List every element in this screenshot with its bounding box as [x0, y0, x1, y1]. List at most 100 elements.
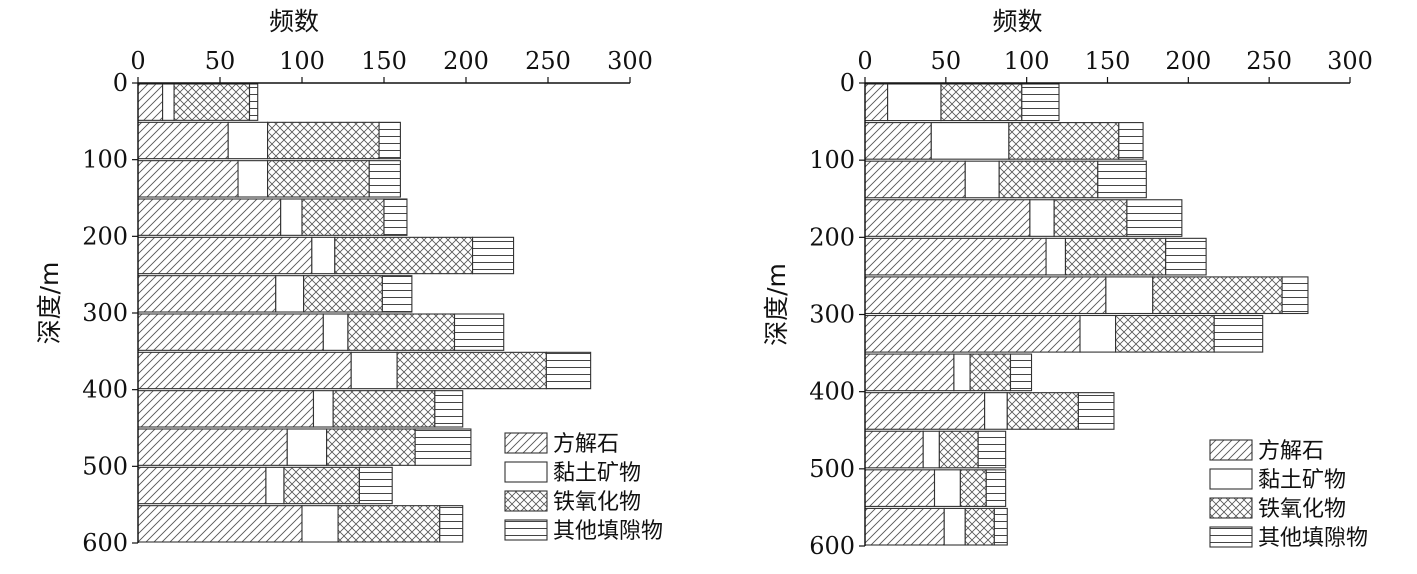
bar-calcite-150-200	[137, 198, 282, 236]
bar-calcite-100-150	[864, 160, 966, 199]
bar-clay-300-350	[322, 313, 349, 351]
bar-other-filler-0-50	[248, 83, 259, 121]
bar-calcite-0-50	[137, 83, 164, 121]
bar-calcite-100-150	[137, 160, 239, 198]
legend-label-clay: 黏土矿物	[1258, 468, 1346, 493]
bar-clay-250-300	[275, 275, 305, 313]
bar-clay-100-150	[237, 160, 269, 198]
bar-clay-550-600	[301, 505, 339, 543]
bar-iron-oxide-200-250	[334, 236, 474, 275]
x-tick-label: 50	[931, 47, 962, 75]
bar-other-filler-550-600	[993, 507, 1008, 546]
bar-other-filler-250-300	[381, 275, 413, 313]
bar-calcite-50-100	[864, 122, 932, 160]
legend-swatch-other-filler	[1209, 526, 1253, 548]
legend-label-calcite: 方解石	[553, 432, 619, 457]
bar-clay-200-250	[311, 236, 336, 275]
bar-iron-oxide-100-150	[267, 160, 370, 198]
x-tick-label: 0	[857, 47, 872, 75]
bar-calcite-450-500	[137, 428, 288, 466]
y-tick-label: 600	[809, 532, 855, 560]
bar-other-filler-400-450	[1077, 392, 1115, 430]
bar-other-filler-300-350	[453, 313, 505, 351]
x-tick-label: 200	[1165, 47, 1211, 75]
x-tick-label: 100	[1004, 47, 1050, 75]
bar-iron-oxide-500-550	[959, 469, 987, 507]
bar-other-filler-100-150	[368, 160, 401, 198]
bar-calcite-400-450	[864, 392, 986, 430]
bar-other-filler-150-200	[1126, 199, 1183, 237]
y-tick-label: 0	[113, 69, 128, 97]
bar-iron-oxide-150-200	[1053, 199, 1128, 237]
bar-iron-oxide-0-50	[940, 83, 1023, 122]
bar-clay-450-500	[286, 428, 328, 466]
x-tick-label: 100	[279, 47, 325, 75]
x-tick-label: 250	[1246, 47, 1292, 75]
bar-other-filler-350-400	[1009, 353, 1033, 392]
bar-clay-500-550	[933, 469, 961, 507]
bar-other-filler-450-500	[977, 430, 1007, 469]
bar-calcite-350-400	[137, 351, 352, 390]
y-tick-label: 200	[82, 222, 128, 250]
bar-clay-0-50	[887, 83, 942, 122]
bar-calcite-250-300	[864, 276, 1107, 315]
x-axis-title: 频数	[992, 7, 1042, 36]
x-tick-label: 300	[1327, 47, 1373, 75]
bar-other-filler-200-250	[1165, 237, 1207, 276]
bar-clay-350-400	[350, 351, 398, 390]
bar-calcite-350-400	[864, 353, 955, 392]
y-tick-label: 0	[840, 69, 855, 97]
legend-swatch-calcite	[1209, 439, 1253, 461]
bar-other-filler-300-350	[1213, 314, 1264, 353]
x-tick-label: 250	[525, 47, 571, 75]
bar-calcite-300-350	[864, 314, 1081, 353]
bar-calcite-300-350	[137, 313, 324, 351]
bar-other-filler-100-150	[1097, 160, 1147, 199]
bar-other-filler-250-300	[1281, 276, 1309, 315]
bar-clay-550-600	[943, 507, 966, 546]
x-tick-label: 200	[443, 47, 489, 75]
bar-clay-400-450	[984, 392, 1008, 430]
bar-iron-oxide-150-200	[301, 198, 385, 236]
legend-label-calcite: 方解石	[1258, 439, 1324, 464]
bar-calcite-450-500	[864, 430, 924, 469]
bar-other-filler-50-100	[1118, 122, 1144, 160]
bar-clay-150-200	[280, 198, 303, 236]
bar-iron-oxide-450-500	[326, 428, 416, 466]
bar-iron-oxide-200-250	[1064, 237, 1167, 276]
y-tick-label: 100	[809, 146, 855, 174]
bar-calcite-500-550	[137, 466, 267, 505]
bar-iron-oxide-50-100	[267, 121, 380, 160]
bar-iron-oxide-300-350	[347, 313, 456, 351]
legend-label-iron-oxide: 铁氧化物	[1258, 497, 1346, 522]
y-tick-label: 300	[82, 299, 128, 327]
bar-iron-oxide-550-600	[964, 507, 995, 546]
bar-other-filler-150-200	[383, 198, 408, 236]
y-tick-label: 500	[809, 455, 855, 483]
bar-iron-oxide-0-50	[173, 83, 251, 121]
x-axis-title: 频数	[269, 7, 319, 36]
bar-other-filler-50-100	[378, 121, 401, 160]
bar-calcite-550-600	[137, 505, 303, 543]
bar-calcite-200-250	[137, 236, 313, 275]
bar-iron-oxide-400-450	[332, 390, 436, 428]
bar-calcite-200-250	[864, 237, 1047, 276]
bar-iron-oxide-450-500	[938, 430, 979, 469]
bar-iron-oxide-350-400	[969, 353, 1012, 392]
legend-swatch-other-filler	[504, 519, 548, 541]
x-tick-label: 150	[1085, 47, 1131, 75]
bar-other-filler-350-400	[545, 351, 592, 390]
bar-iron-oxide-350-400	[396, 351, 547, 390]
bar-other-filler-450-500	[414, 428, 472, 466]
bar-clay-350-400	[953, 353, 971, 392]
bar-other-filler-0-50	[1021, 83, 1060, 122]
bar-iron-oxide-400-450	[1006, 392, 1079, 430]
x-tick-label: 300	[607, 47, 653, 75]
bar-calcite-400-450	[137, 390, 315, 428]
legend-label-clay: 黏土矿物	[553, 461, 641, 486]
